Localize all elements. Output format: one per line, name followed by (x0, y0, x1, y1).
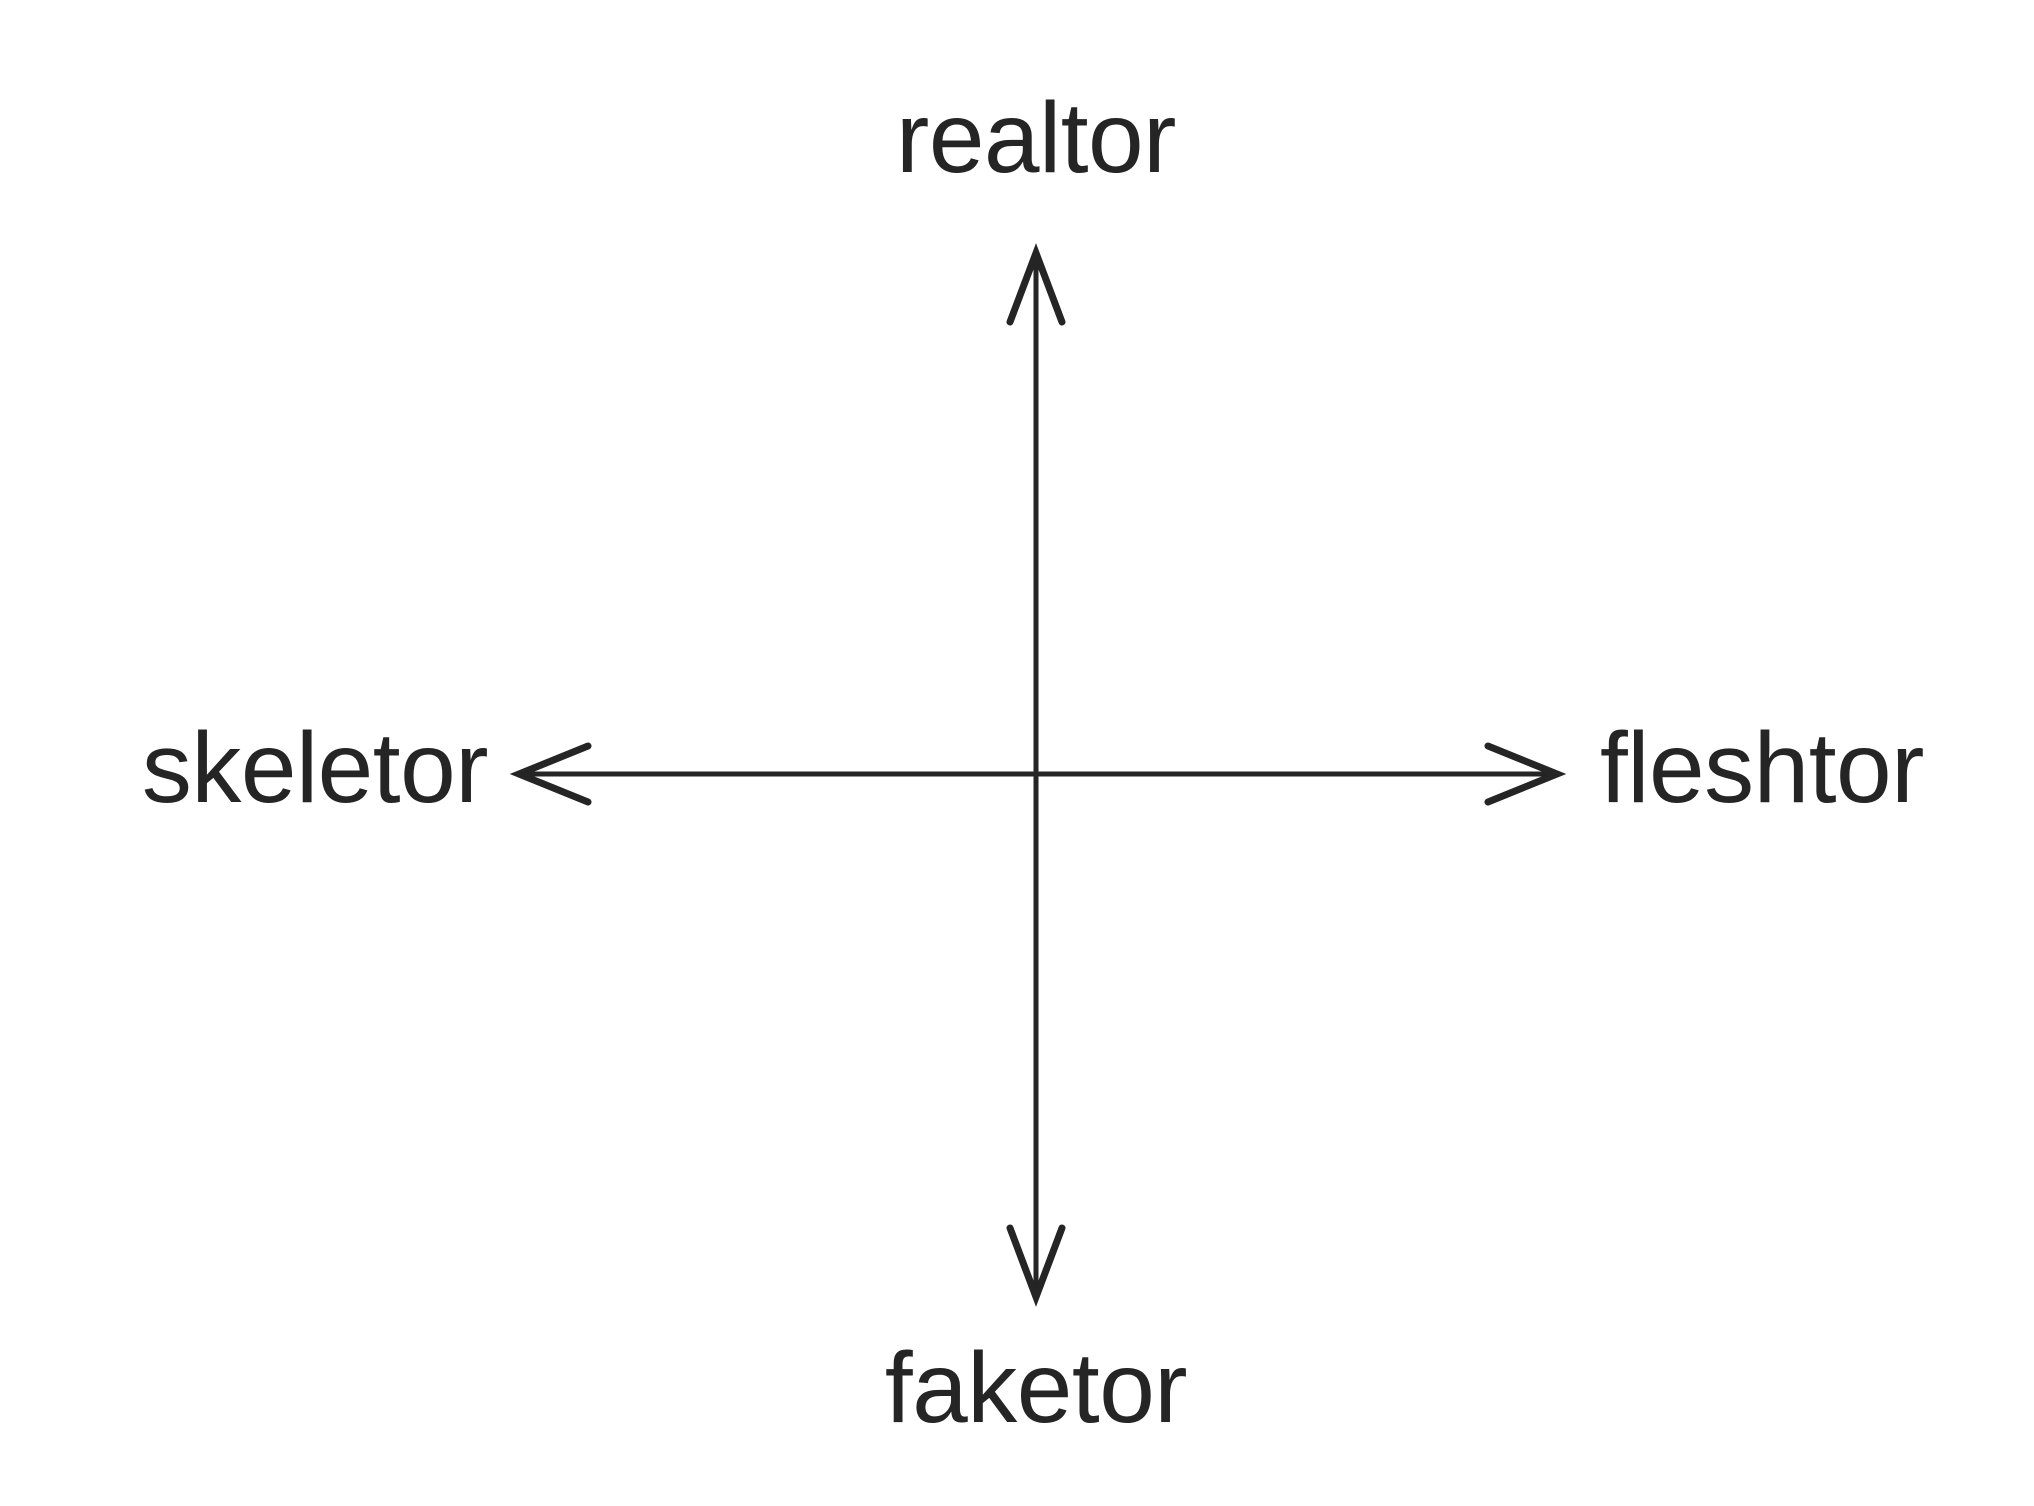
axis-pole-label-right: fleshtor (1600, 712, 1924, 824)
axis-pole-label-top: realtor (896, 82, 1176, 194)
arrowhead-up-icon (1006, 243, 1066, 326)
arrowhead-right-icon (1484, 742, 1567, 806)
arrowhead-down-icon (1006, 1224, 1066, 1307)
arrowhead-left-icon (509, 742, 592, 806)
axis-pole-label-bottom: faketor (884, 1332, 1188, 1444)
axis-pole-label-left: skeletor (141, 712, 489, 824)
